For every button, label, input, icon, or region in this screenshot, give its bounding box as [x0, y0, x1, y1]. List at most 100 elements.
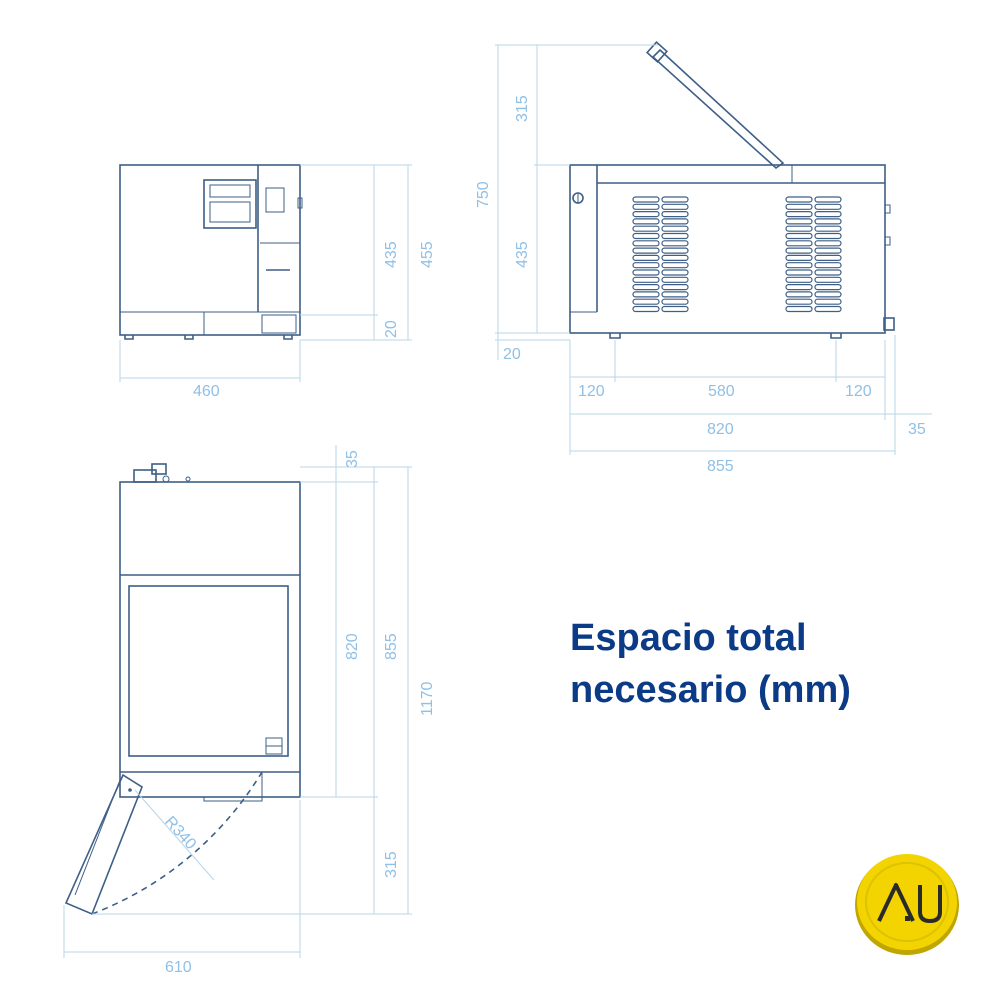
vent-slot: [661, 298, 689, 305]
vent-slot: [785, 269, 813, 276]
vent-slot: [632, 276, 660, 283]
dim-side-front-clearance: 120: [578, 383, 605, 400]
vent-slot: [661, 225, 689, 232]
vent-slot: [814, 247, 842, 254]
side-feet: [609, 333, 842, 339]
dim-side-depth: 820: [707, 421, 734, 438]
top-body-outline: [119, 481, 301, 798]
dim-top-door-radius: R340: [161, 813, 199, 853]
vent-slot: [632, 218, 660, 225]
vent-slot: [632, 232, 660, 240]
vent-slot: [661, 218, 689, 225]
vent-slot: [814, 196, 842, 203]
front-feet: [124, 335, 293, 340]
vent-slot: [661, 284, 689, 291]
vent-slot: [661, 232, 689, 240]
dim-side-body-height: 435: [514, 241, 531, 268]
vent-slot: [785, 211, 813, 218]
vent-slot: [632, 298, 660, 305]
dim-side-feet-span: 580: [708, 383, 735, 400]
vent-slot: [814, 218, 842, 225]
side-vent-left: [632, 196, 689, 313]
top-front-tab: [203, 796, 263, 802]
front-display-screen: [209, 201, 251, 223]
dim-front-body-height: 435: [383, 241, 400, 268]
vent-slot: [814, 305, 842, 313]
vent-slot: [661, 203, 689, 210]
front-control-window: [265, 187, 285, 213]
vent-slot: [814, 225, 842, 232]
vent-slot: [814, 232, 842, 240]
vent-slot: [632, 196, 660, 203]
dim-side-rear-clearance: 120: [845, 383, 872, 400]
top-connector-dot: [162, 475, 170, 483]
side-rear-fitting-top: [884, 204, 891, 214]
vent-slot: [814, 262, 842, 269]
vent-slot: [661, 247, 689, 254]
brand-logo: [855, 854, 959, 955]
dim-side-rear-extra: 35: [908, 421, 926, 438]
top-connector-tip: [151, 463, 167, 475]
dim-top-total-width: 610: [165, 959, 192, 976]
dim-side-feet: 20: [503, 346, 521, 363]
side-open-lid: [651, 48, 785, 170]
side-body-outline: [569, 164, 886, 334]
top-connector-dot-small: [185, 476, 191, 482]
dim-top-door-swing: 315: [383, 851, 400, 878]
vent-slot: [661, 196, 689, 203]
dim-top-extra: 35: [344, 450, 361, 468]
vent-slot: [661, 305, 689, 313]
dim-side-total-depth: 855: [707, 458, 734, 475]
side-view: 315 750 435 20 120 580 120 820 35 855: [475, 40, 932, 475]
vent-slot: [785, 247, 813, 254]
vent-slot: [785, 203, 813, 210]
front-view: 460 435 20 455: [119, 164, 436, 400]
vent-slot: [661, 291, 689, 298]
vent-slot: [661, 262, 689, 269]
vent-slot: [785, 254, 813, 261]
logo-letter-a: [877, 883, 915, 922]
vent-slot: [632, 211, 660, 218]
vent-slot: [785, 196, 813, 203]
side-lid-handle: [645, 40, 669, 64]
vent-slot: [632, 284, 660, 291]
dim-top-total-length: 1170: [419, 681, 436, 716]
vent-slot: [632, 203, 660, 210]
vent-slot: [661, 211, 689, 218]
vent-slot: [814, 254, 842, 261]
vent-slot: [661, 254, 689, 261]
vent-slot: [661, 276, 689, 283]
vent-slot: [785, 298, 813, 305]
vent-slot: [814, 291, 842, 298]
front-body-outline: [119, 164, 301, 336]
vent-slot: [632, 254, 660, 261]
logo-dot: [905, 916, 910, 921]
dim-front-feet: 20: [383, 320, 400, 338]
vent-slot: [814, 211, 842, 218]
dim-top-depth: 820: [344, 633, 361, 660]
vent-slot: [632, 305, 660, 313]
front-side-knob: [297, 197, 303, 209]
top-door-inner: [74, 779, 121, 896]
top-door-swing-arc: [91, 771, 263, 915]
vent-slot: [785, 284, 813, 291]
side-vent-right: [785, 196, 842, 313]
top-door-hinge: [128, 788, 132, 792]
dim-side-total-height: 750: [475, 181, 492, 208]
logo-letter-u: [918, 885, 942, 924]
vent-slot: [632, 269, 660, 276]
dim-front-total-height: 455: [419, 241, 436, 268]
vent-slot: [785, 291, 813, 298]
vent-slot: [785, 305, 813, 313]
top-view: R340 35 820 855 1170 315 610: [63, 445, 436, 976]
dim-top-total-depth: 855: [383, 633, 400, 660]
front-drawer: [261, 314, 297, 334]
vent-slot: [632, 247, 660, 254]
vent-slot: [814, 203, 842, 210]
side-rear-connector: [883, 317, 895, 331]
vent-slot: [814, 269, 842, 276]
dim-front-width: 460: [193, 383, 220, 400]
page-title: Espacio total necesario (mm): [570, 612, 851, 716]
vent-slot: [785, 232, 813, 240]
